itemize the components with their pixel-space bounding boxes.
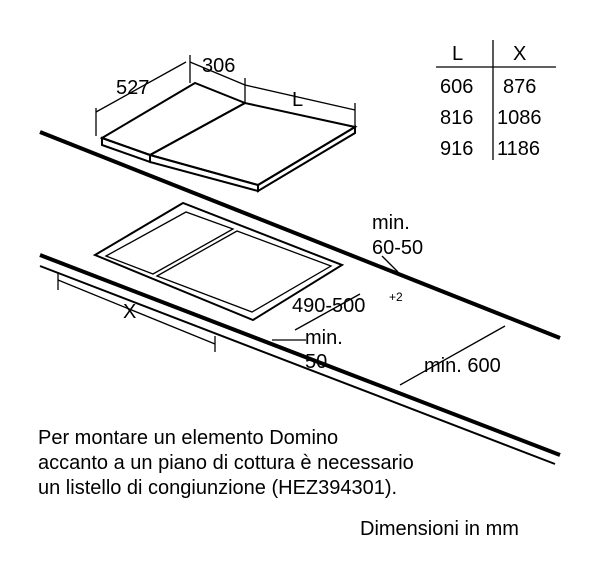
installation-note-line: un listello di congiunzione (HEZ394301).: [38, 477, 398, 499]
dim-306-label: 306: [202, 55, 235, 77]
dim-306-line: [189, 61, 246, 86]
size-table-header-x: X: [513, 43, 526, 65]
min-front-leader: [381, 255, 399, 273]
size-table-cell: 606: [440, 76, 473, 98]
cutout-width-dimension: [57, 272, 216, 352]
size-table-cell: 1086: [497, 107, 542, 129]
x-dim-line: [57, 279, 216, 345]
domino-unit-wide-front-face: [149, 153, 259, 193]
size-table-cell: 816: [440, 107, 473, 129]
size-table-cell: 916: [440, 138, 473, 160]
min-front-label-2: 60-50: [372, 237, 423, 259]
top-view-dimensions: [95, 55, 356, 136]
installation-note-line: Per montare un elemento Domino: [38, 427, 339, 449]
depth-dim-line: [294, 293, 361, 331]
dim-L-label: L: [292, 89, 303, 111]
domino-unit-wide-side-face: [257, 125, 356, 193]
x-dim-label: X: [123, 301, 136, 323]
cutout-inner-narrow: [104, 211, 235, 275]
units-label: Dimensioni in mm: [360, 518, 519, 540]
size-table-cell: 876: [503, 76, 536, 98]
min-wall-label: min. 600: [424, 355, 501, 377]
min-wall-dim-line: [399, 325, 506, 386]
depth-dim-tolerance: +2: [389, 290, 403, 304]
installation-note: Per montare un elemento Domino accanto a…: [38, 426, 578, 501]
cutout-outer: [92, 201, 345, 322]
countertop-outline: [39, 130, 561, 465]
installation-note-line: accanto a un piano di cottura è necessar…: [38, 452, 414, 474]
countertop-front-edge-lower: [39, 265, 556, 465]
dim-L-line: [244, 84, 356, 111]
dim-527-label: 527: [116, 77, 149, 99]
size-table-cell: 1186: [497, 138, 540, 160]
min-side-label-2: 50: [305, 351, 327, 373]
size-table: L X 606 876 816 1086 916 1186: [436, 40, 556, 160]
min-side-label-1: min.: [305, 327, 343, 349]
depth-dim-label: 490-500: [292, 295, 365, 317]
domino-hob-units: [99, 81, 358, 193]
countertop-cutout: [92, 201, 345, 322]
countertop-back-edge: [39, 130, 561, 340]
size-table-header-l: L: [452, 43, 463, 65]
min-front-label-1: min.: [372, 212, 410, 234]
domino-unit-wide: [147, 101, 358, 187]
cutout-inner-wide: [155, 230, 333, 313]
countertop-front-edge: [39, 253, 561, 457]
dim-527-line: [95, 61, 187, 113]
